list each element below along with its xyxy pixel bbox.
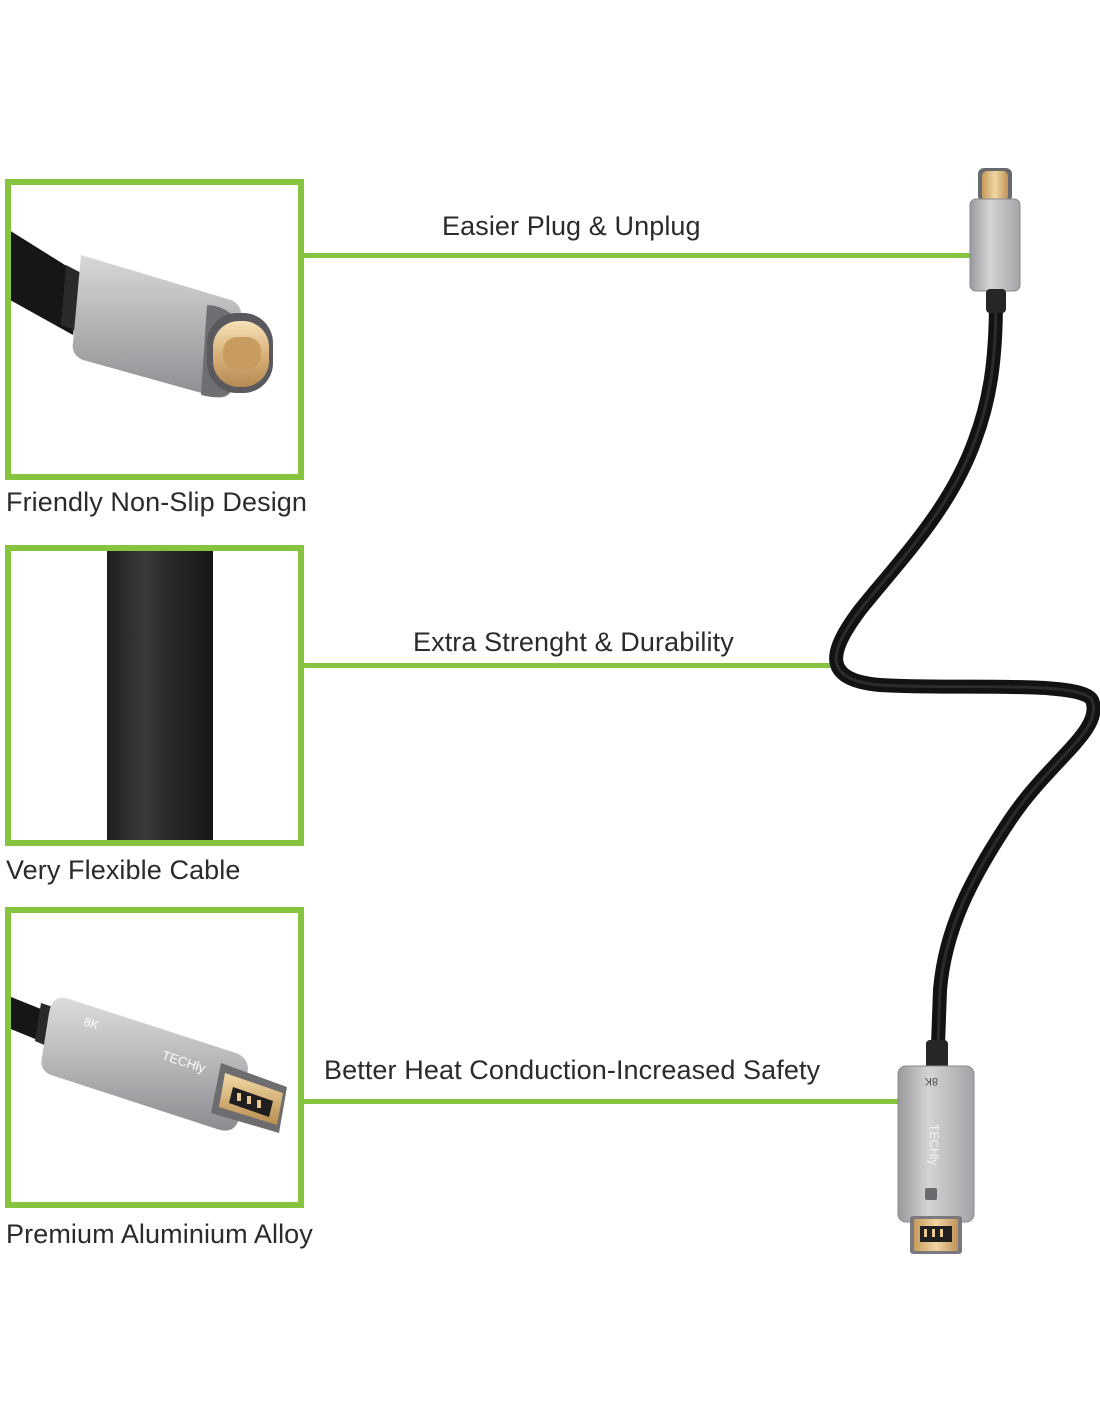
caption-flexible-cable: Very Flexible Cable [6,855,241,885]
cable-path [829,293,1100,1052]
caption-non-slip-design: Friendly Non-Slip Design [6,487,308,517]
usb-c-closeup-image [11,231,273,398]
callout-easier-plug: Easier Plug & Unplug [442,211,701,241]
cable-closeup-image [107,551,213,840]
hdmi-connector: 8K TECHly [897,1040,975,1254]
caption-aluminium-alloy: Premium Aluminium Alloy [6,1219,313,1249]
hdmi-8k-mark: 8K [924,1075,938,1087]
hdmi-brand-mark: TECHly [927,1124,941,1165]
callout-extra-strength: Extra Strenght & Durability [413,627,734,657]
usb-c-connector [969,168,1021,313]
hdmi-closeup-frame: 8K TECHly [5,907,304,1208]
hdmi-closeup-8k-mark: 8K [82,1015,100,1033]
callout-line-plug [304,253,972,258]
cable-closeup-frame [5,545,304,846]
callout-heat-conduction: Better Heat Conduction-Increased Safety [324,1055,821,1085]
callout-line-strength [304,663,836,668]
hdmi-closeup-image: 8K TECHly [11,997,287,1133]
usb-c-closeup-frame [5,179,304,480]
callout-line-heat [304,1099,900,1104]
